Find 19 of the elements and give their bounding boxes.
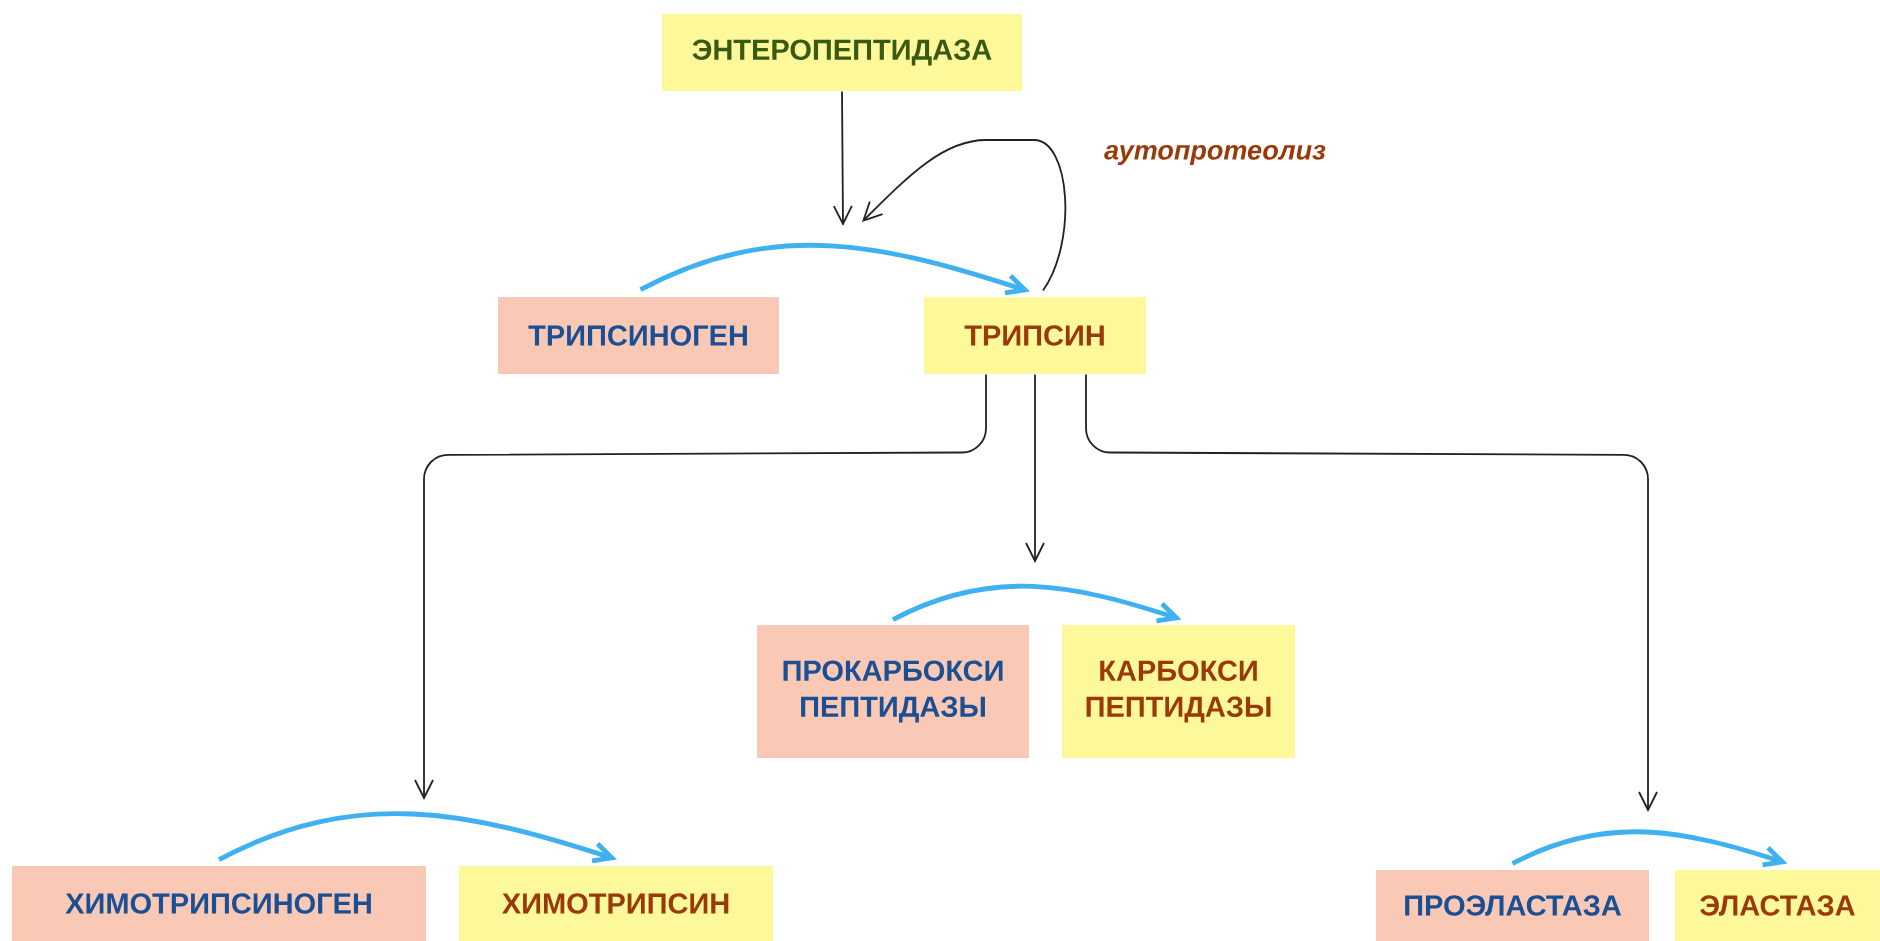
loop-arrow <box>862 139 1067 292</box>
arrow <box>1085 373 1658 812</box>
arrow <box>832 90 853 226</box>
enzyme-box: ЭНТЕРОПЕПТИДАЗА <box>662 14 1022 91</box>
conversion-arrow <box>217 811 617 864</box>
conversion-arrow <box>891 584 1182 624</box>
proenzyme-box: ПРОКАРБОКСИ ПЕПТИДАЗЫ <box>757 625 1029 758</box>
conversion-arrow <box>1511 829 1788 868</box>
proenzyme-box: ТРИПСИНОГЕН <box>498 297 779 374</box>
proenzyme-box: ПРОЭЛАСТАЗА <box>1376 870 1649 941</box>
arrow <box>1025 373 1045 563</box>
enzyme-box: ЭЛАСТАЗА <box>1675 870 1880 941</box>
conversion-arrow <box>639 243 1030 296</box>
edge-label: аутопротеолиз <box>1102 142 1328 168</box>
arrow <box>414 373 987 800</box>
enzyme-box: ТРИПСИН <box>924 297 1146 374</box>
enzyme-box: ХИМОТРИПСИН <box>459 866 773 941</box>
proenzyme-box: ХИМОТРИПСИНОГЕН <box>12 866 426 941</box>
enzyme-box: КАРБОКСИ ПЕПТИДАЗЫ <box>1062 625 1295 758</box>
